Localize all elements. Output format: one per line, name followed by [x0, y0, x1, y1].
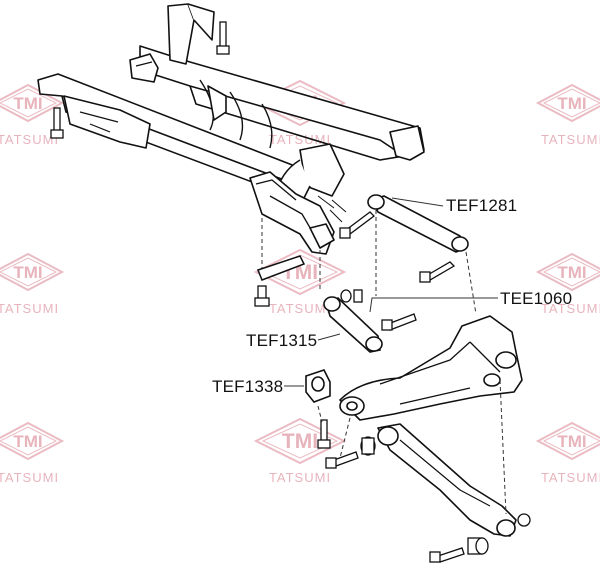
watermark-logo-7	[0, 421, 65, 461]
part-label-tef1338: TEF1338	[212, 377, 284, 396]
bolt	[419, 261, 456, 283]
watermark-brand-text: TATSUMI	[269, 132, 331, 147]
subframe-crossmember	[37, 3, 425, 255]
bolt	[429, 547, 465, 563]
lateral-link-tef1315	[323, 296, 383, 353]
watermark-brand-text: TATSUMI	[541, 301, 600, 316]
watermark-logo-text: TMI	[557, 94, 586, 113]
watermark-brand-text: TATSUMI	[0, 132, 59, 147]
bushing	[360, 436, 376, 456]
bolt	[254, 285, 270, 307]
bolt	[381, 313, 417, 331]
watermark-brand-text: TATSUMI	[0, 301, 59, 316]
upper-link-tef1281	[367, 194, 469, 253]
watermark-brand-text: TATSUMI	[269, 301, 331, 316]
watermark-logo-6	[535, 252, 600, 292]
leader-tef1315	[317, 333, 341, 341]
watermark-brand-text: TATSUMI	[0, 470, 59, 485]
bolt	[216, 21, 230, 55]
watermark-logo-text: TMI	[557, 263, 586, 282]
watermark-logo-1	[0, 83, 65, 123]
watermark-logo-text: TMI	[13, 263, 42, 282]
strap-link	[257, 255, 306, 281]
watermark-logo-4	[0, 252, 65, 292]
watermark-logo-text: TMI	[13, 94, 42, 113]
bolt	[325, 451, 359, 469]
watermark-logo-9	[535, 421, 600, 461]
nut	[340, 289, 363, 303]
watermark-brand-text: TATSUMI	[269, 470, 331, 485]
bolt	[339, 211, 375, 239]
bolt	[50, 107, 64, 139]
bushing-tef1338	[305, 369, 331, 403]
watermark-logo-text: TMI	[557, 432, 586, 451]
watermark-layer	[0, 79, 600, 465]
bolt	[317, 419, 331, 449]
watermark-logo-3	[535, 83, 600, 123]
lower-arm-assembly	[339, 315, 523, 421]
leader-tef1281	[391, 197, 444, 207]
part-label-tef1281: TEF1281	[446, 196, 518, 215]
part-label-tef1315: TEF1315	[246, 331, 318, 350]
alignment-lines	[261, 210, 507, 515]
watermark-brand-text: TATSUMI	[541, 132, 600, 147]
bushing	[467, 537, 489, 555]
fasteners	[50, 21, 531, 563]
lower-link-arm	[377, 423, 517, 537]
part-label-tee1060: TEE1060	[500, 289, 573, 308]
watermark-logo-text: TMI	[282, 430, 318, 453]
nut	[517, 513, 531, 527]
leader-tee1060	[369, 297, 498, 313]
watermark-brand-text: TATSUMI	[541, 470, 600, 485]
watermark-text-layer: TMI TMI TMI TMI TMI TMI TMI TMI TMI TATS…	[0, 92, 600, 485]
leader-lines	[284, 197, 498, 387]
watermark-logo-text: TMI	[13, 432, 42, 451]
